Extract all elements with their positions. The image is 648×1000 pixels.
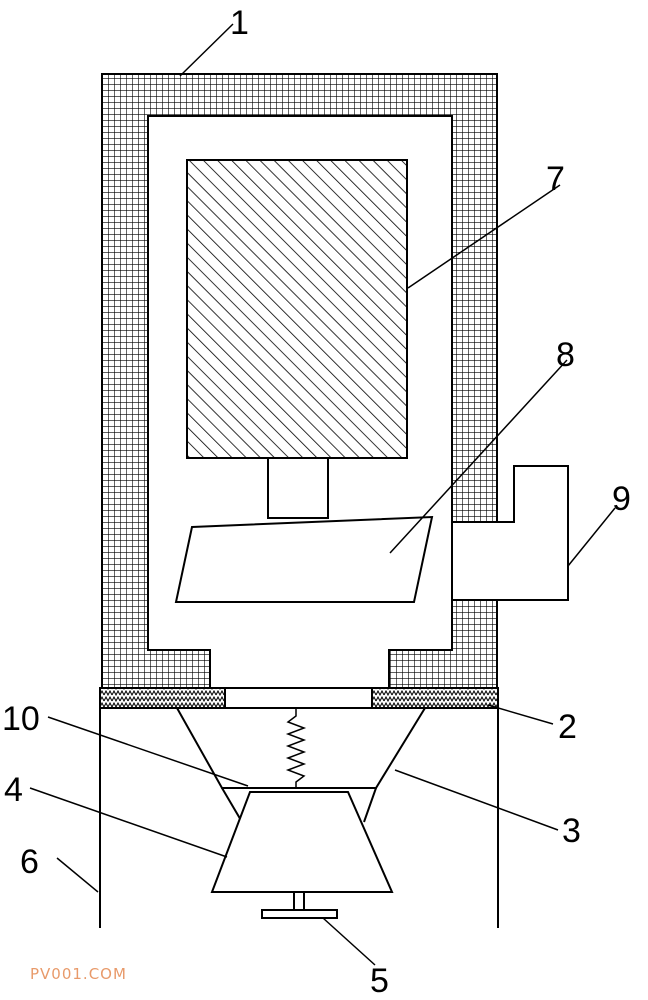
label-4: 4	[4, 771, 23, 809]
funnel-lower-left	[221, 787, 243, 823]
label-9: 9	[612, 480, 631, 518]
label-8: 8	[556, 336, 575, 374]
gasket-layer	[99, 687, 499, 709]
outlet-stem	[261, 891, 338, 919]
label-6: 6	[20, 843, 39, 881]
parallelogram-plate	[174, 515, 434, 603]
funnel	[176, 707, 426, 789]
drive-shaft	[267, 457, 329, 519]
label-7: 7	[546, 160, 565, 198]
label-10: 10	[2, 700, 40, 738]
side-box	[451, 465, 569, 601]
watermark-text: PV001.COM	[30, 965, 127, 983]
label-1: 1	[230, 4, 249, 42]
funnel-lower-right	[363, 787, 377, 823]
leader-lines	[29, 23, 616, 966]
spring	[285, 708, 307, 788]
label-3: 3	[562, 812, 581, 850]
support-frame	[99, 708, 499, 928]
label-5: 5	[370, 962, 389, 1000]
label-2: 2	[558, 708, 577, 746]
motor-block	[186, 159, 408, 459]
trapezoid-hopper	[210, 791, 394, 893]
